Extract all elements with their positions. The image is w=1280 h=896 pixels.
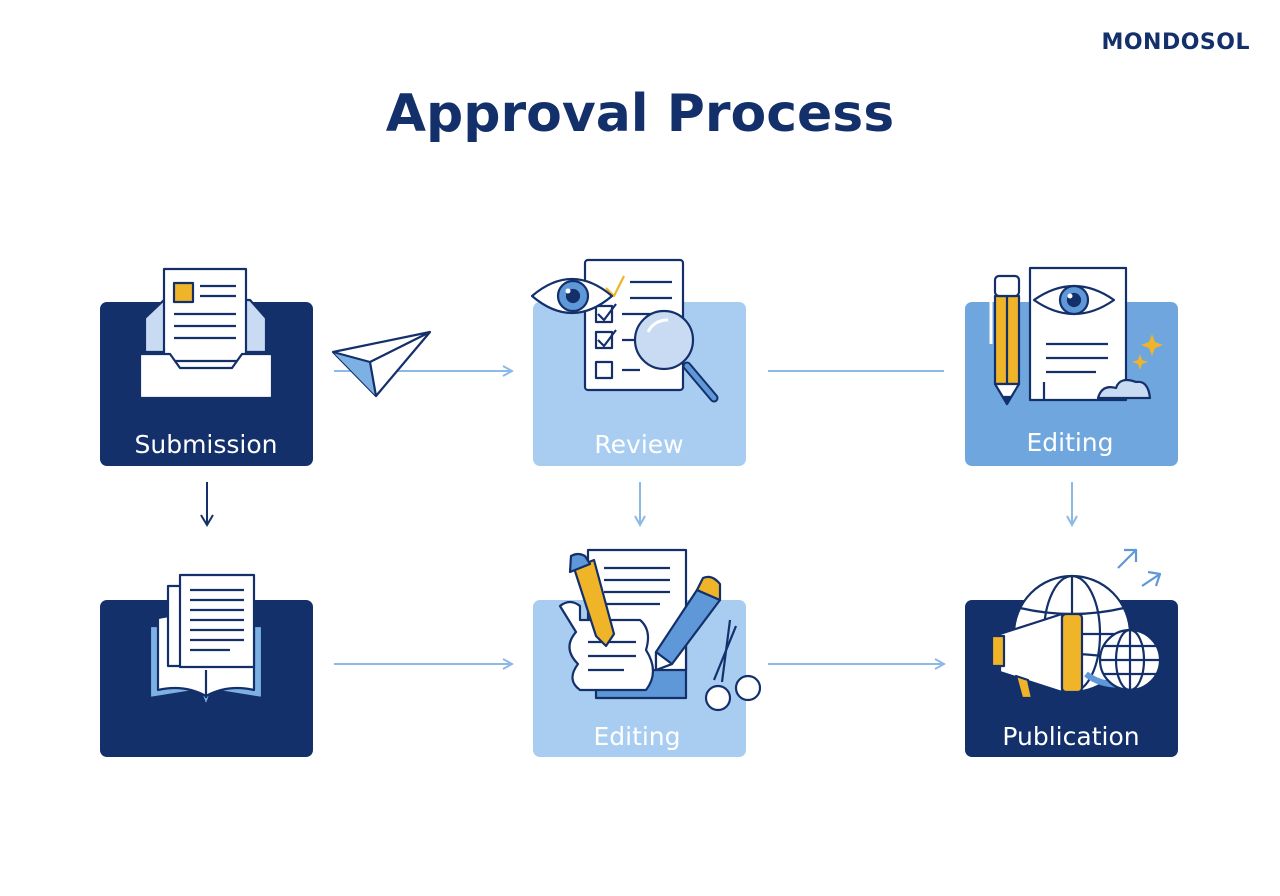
brand-logo: MONDOSOL (1101, 30, 1250, 55)
step-card-editing-top: Editing (965, 266, 1178, 466)
paper-plane-icon (331, 330, 432, 398)
step-card-document (100, 573, 313, 757)
step-label-submission: Submission (134, 430, 277, 459)
step-label-editing-top: Editing (1026, 428, 1113, 457)
step-label-editing-bottom: Editing (593, 722, 680, 751)
step-card-review: Review (530, 258, 746, 466)
pencil-document-eye-icon (989, 266, 1163, 406)
open-book-document-icon (148, 573, 264, 708)
step-card-submission: Submission (100, 267, 313, 466)
pencil-scissors-scroll-icon (558, 548, 762, 712)
inbox-document-icon (138, 267, 274, 400)
step-label-publication: Publication (1002, 722, 1139, 751)
diagram-title: Approval Process (385, 84, 895, 144)
megaphone-globe-icon (990, 548, 1162, 700)
step-card-editing-bottom: Editing (533, 548, 762, 757)
step-card-publication: Publication (965, 548, 1178, 757)
review-checklist-icon (530, 258, 719, 403)
step-label-review: Review (594, 430, 683, 459)
